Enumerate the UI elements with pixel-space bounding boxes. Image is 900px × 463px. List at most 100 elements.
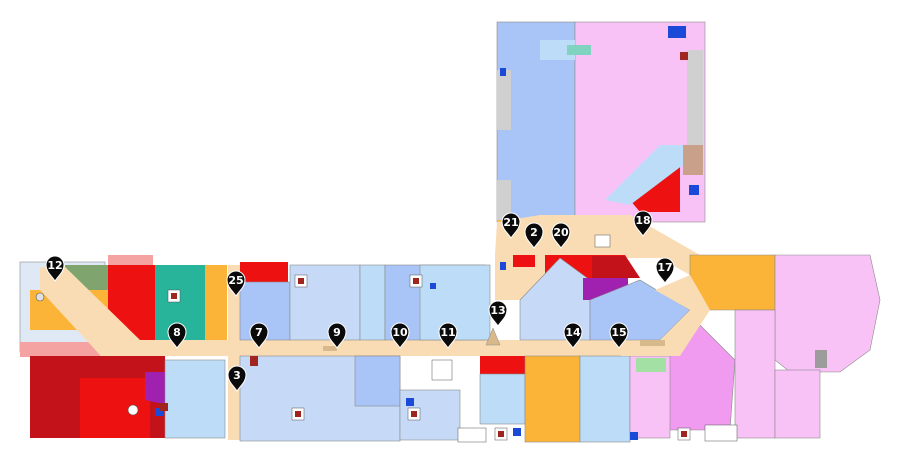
zone-north-grey-left2 <box>497 180 511 220</box>
markers-layer: 12 25 8 7 3 9 10 11 13 14 15 17 18 20 2 21 <box>45 210 675 392</box>
corridor-vertical-west <box>228 265 240 440</box>
zone-west-orange-tall[interactable] <box>205 265 227 340</box>
service-box <box>406 398 414 406</box>
zone-east-pink[interactable] <box>774 254 881 373</box>
zone-north-sky-wedge[interactable] <box>605 145 683 205</box>
map-marker-label: 13 <box>490 304 505 317</box>
map-pin-icon <box>167 322 187 349</box>
service-box <box>640 340 665 346</box>
map-marker-7[interactable]: 7 <box>249 322 269 349</box>
zone-east-pink-outer[interactable] <box>774 369 821 439</box>
zone-north-teal-strip <box>567 45 591 55</box>
map-marker-label: 17 <box>657 261 672 274</box>
map-pin-icon <box>551 222 571 249</box>
zone-north-wing-lightblue[interactable] <box>540 40 575 60</box>
map-marker-label: 15 <box>611 326 626 339</box>
zone-west-salmon-strip <box>20 342 100 357</box>
map-marker-label: 3 <box>233 369 241 382</box>
map-marker-label: 18 <box>635 214 650 227</box>
zone-central-red-top[interactable] <box>240 262 288 282</box>
zone-east-green <box>636 358 666 372</box>
map-marker-3[interactable]: 3 <box>227 365 247 392</box>
map-pin-icon <box>633 210 653 237</box>
map-marker-label: 25 <box>228 274 243 287</box>
map-marker-20[interactable]: 20 <box>551 222 571 249</box>
corridor-east <box>620 275 710 356</box>
plaza-triangle <box>485 327 501 346</box>
round-fixture <box>127 404 139 416</box>
map-marker-10[interactable]: 10 <box>390 322 410 349</box>
map-marker-label: 9 <box>333 326 341 339</box>
zone-south-sky-d[interactable] <box>479 373 526 425</box>
map-marker-13[interactable]: 13 <box>488 300 508 327</box>
map-pin-icon <box>327 322 347 349</box>
service-box <box>500 68 506 76</box>
service-box <box>680 52 688 60</box>
zone-south-red-strip[interactable] <box>480 356 525 374</box>
map-marker-label: 2 <box>530 226 538 239</box>
round-fixture <box>35 292 45 302</box>
zones-layer <box>19 21 881 443</box>
zone-southwest-purple[interactable] <box>145 372 168 405</box>
corridor-west-diagonal <box>40 262 140 355</box>
map-marker-25[interactable]: 25 <box>226 270 246 297</box>
service-box <box>500 262 506 270</box>
service-box <box>160 403 168 411</box>
zone-southwest-red[interactable] <box>80 378 150 438</box>
map-marker-14[interactable]: 14 <box>563 322 583 349</box>
service-box <box>413 278 419 284</box>
map-marker-9[interactable]: 9 <box>327 322 347 349</box>
service-box <box>298 278 304 284</box>
map-marker-label: 12 <box>47 259 62 272</box>
zone-east-pink-mid[interactable] <box>734 309 776 439</box>
map-marker-label: 20 <box>553 226 569 239</box>
service-box <box>171 293 177 299</box>
map-pin-icon <box>563 322 583 349</box>
zone-south-sky-a[interactable] <box>164 359 226 439</box>
service-box <box>681 431 687 437</box>
service-box <box>815 350 827 368</box>
service-box <box>689 185 699 195</box>
service-box <box>155 408 163 416</box>
service-box <box>323 346 337 351</box>
map-pin-icon <box>524 222 544 249</box>
map-marker-2[interactable]: 2 <box>524 222 544 249</box>
map-pin-icon <box>438 322 458 349</box>
zone-north-grey-right <box>683 145 703 175</box>
service-box <box>594 234 611 248</box>
map-marker-label: 7 <box>255 326 263 339</box>
zone-west-red-block[interactable] <box>108 265 165 340</box>
zone-red-junction-left[interactable] <box>513 255 535 267</box>
zone-north-grey-left <box>497 70 511 130</box>
zone-darkred-junction[interactable] <box>592 256 640 278</box>
service-box <box>411 411 417 417</box>
service-box <box>513 428 521 436</box>
service-box <box>630 432 638 440</box>
service-box <box>457 427 487 443</box>
map-marker-15[interactable]: 15 <box>609 322 629 349</box>
service-box <box>295 411 301 417</box>
map-marker-21[interactable]: 21 <box>501 212 521 239</box>
map-pin-icon <box>655 257 675 284</box>
map-marker-17[interactable]: 17 <box>655 257 675 284</box>
map-marker-12[interactable]: 12 <box>45 255 65 282</box>
service-box <box>431 359 453 381</box>
map-pin-icon <box>488 300 508 327</box>
service-box <box>498 431 504 437</box>
fixtures-layer <box>35 26 827 443</box>
map-pin-icon <box>390 322 410 349</box>
map-marker-label: 8 <box>173 326 181 339</box>
map-marker-label: 14 <box>565 326 581 339</box>
service-box <box>704 424 738 442</box>
zone-south-sky-e[interactable] <box>579 355 631 443</box>
map-pin-icon <box>227 365 247 392</box>
zone-south-blue-b[interactable] <box>354 355 401 407</box>
map-marker-8[interactable]: 8 <box>167 322 187 349</box>
map-marker-11[interactable]: 11 <box>438 322 458 349</box>
zone-central-sky-c[interactable] <box>359 264 386 341</box>
map-marker-18[interactable]: 18 <box>633 210 653 237</box>
map-pin-icon <box>501 212 521 239</box>
map-marker-label: 10 <box>392 326 408 339</box>
zone-south-orange[interactable] <box>524 355 581 443</box>
